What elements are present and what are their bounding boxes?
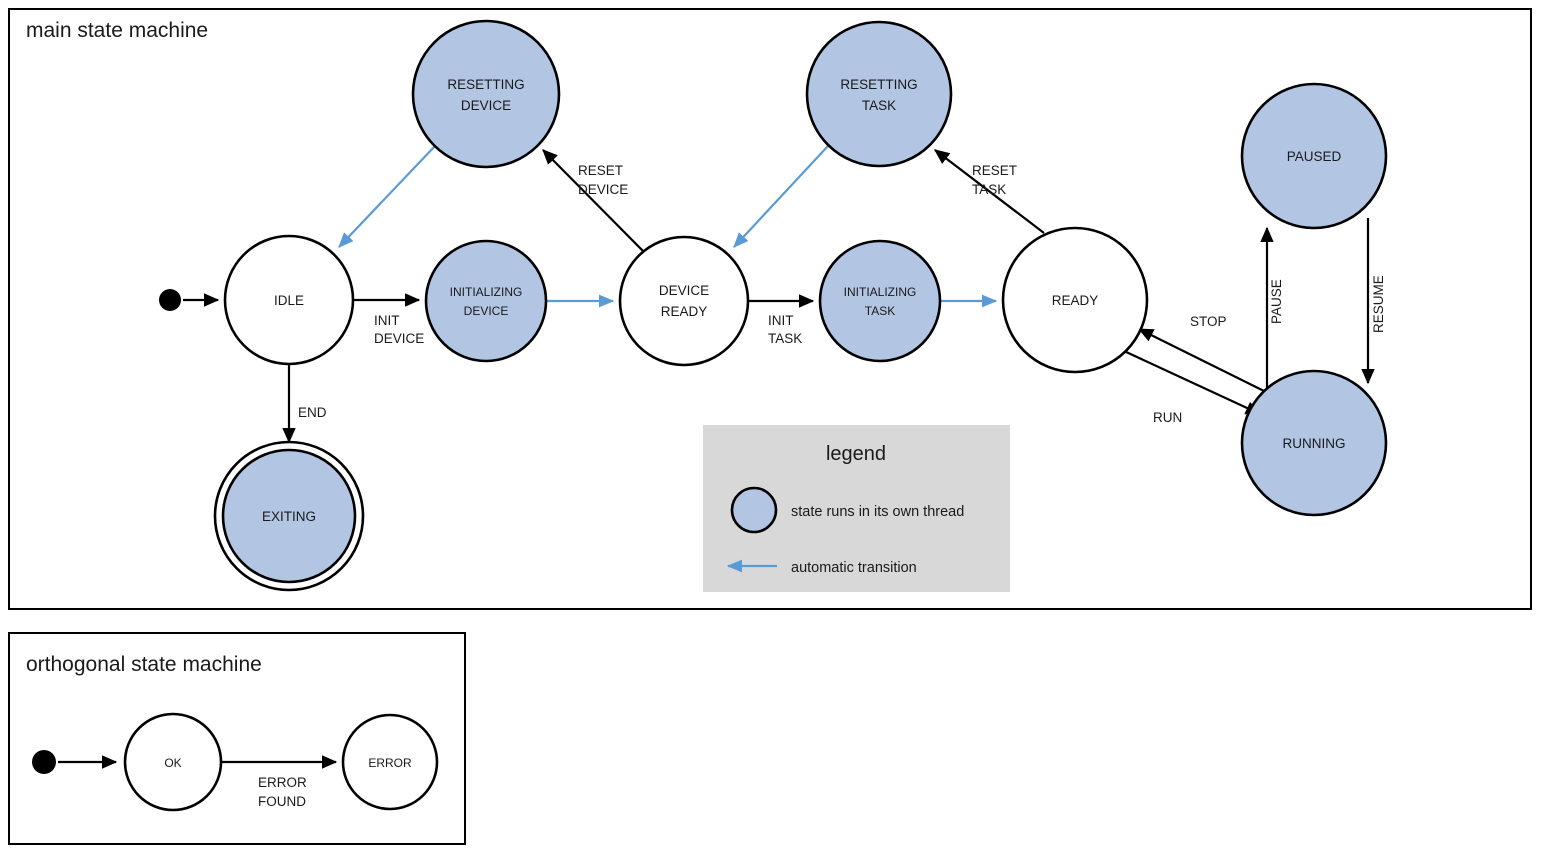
edge-line <box>338 145 436 248</box>
state-shape <box>618 235 750 367</box>
transition-paused-running-resume[interactable]: RESUME <box>1361 218 1386 385</box>
edge-label-line2: FOUND <box>258 794 306 809</box>
state-resetting-task[interactable]: RESETTING TASK <box>805 20 953 168</box>
state-shape <box>223 234 355 366</box>
transition-running-paused-pause[interactable]: PAUSE <box>1260 226 1284 405</box>
edge-label: INIT <box>374 313 400 328</box>
state-label: IDLE <box>274 293 304 308</box>
state-label: RESETTING <box>447 77 524 92</box>
legend-item-label: state runs in its own thread <box>791 504 964 520</box>
state-exiting[interactable]: EXITING <box>213 440 365 592</box>
state-shape <box>818 239 942 363</box>
legend: legend state runs in its own thread auto… <box>703 425 1010 592</box>
transition-idle-exiting-end[interactable]: END <box>282 365 327 444</box>
state-shape <box>805 20 953 168</box>
state-shape <box>1240 82 1388 230</box>
legend-title: legend <box>826 443 886 465</box>
edge-label: STOP <box>1190 314 1227 329</box>
main-transitions: INIT DEVICE INIT TASK RESET DEVICE <box>183 145 1386 444</box>
edge-label: RUN <box>1153 410 1182 425</box>
transition-running-ready-stop[interactable]: STOP <box>1137 314 1269 394</box>
edge-label-line2: DEVICE <box>578 182 628 197</box>
state-running[interactable]: RUNNING <box>1240 369 1388 517</box>
state-label: INITIALIZING <box>450 285 523 299</box>
edge-line <box>1123 350 1262 415</box>
main-frame-title: main state machine <box>26 19 208 42</box>
state-shape <box>424 239 548 363</box>
edge-label: ERROR <box>258 775 307 790</box>
orthogonal-frame-title: orthogonal state machine <box>26 653 262 676</box>
legend-item-thread-state: state runs in its own thread <box>730 486 964 534</box>
edge-label-line2: DEVICE <box>374 331 424 346</box>
edge-label-line2: TASK <box>972 182 1006 197</box>
edge-label-line2: TASK <box>768 331 802 346</box>
state-label-line2: READY <box>661 304 708 319</box>
state-label: RUNNING <box>1283 436 1346 451</box>
state-label-line2: DEVICE <box>461 98 511 113</box>
state-initializing-task[interactable]: INITIALIZING TASK <box>818 239 942 363</box>
main-states: IDLE INITIALIZING DEVICE DEVICE READY IN… <box>159 19 1388 592</box>
edge-label: RESET <box>972 163 1017 178</box>
state-shape <box>1240 369 1388 517</box>
edge-line <box>733 145 829 248</box>
transition-ok-error-found[interactable]: ERROR FOUND <box>221 755 338 809</box>
state-label: ERROR <box>368 756 412 770</box>
state-ready[interactable]: READY <box>1001 226 1149 374</box>
transition-deviceready-reset-device[interactable]: RESET DEVICE <box>542 149 649 257</box>
state-label-line2: DEVICE <box>464 304 509 318</box>
state-shape <box>341 713 439 811</box>
orthogonal-states: OK ERROR <box>32 712 439 812</box>
state-label: PAUSED <box>1287 149 1342 164</box>
state-label: EXITING <box>262 509 316 524</box>
transition-ready-running-run[interactable]: RUN <box>1123 350 1262 425</box>
state-shape <box>411 19 561 169</box>
edge-label: INIT <box>768 313 794 328</box>
state-label: RESETTING <box>840 77 917 92</box>
legend-item-label: automatic transition <box>791 560 917 576</box>
state-resetting-device[interactable]: RESETTING DEVICE <box>411 19 561 169</box>
transition-idle-init-device[interactable]: INIT DEVICE <box>353 293 424 346</box>
edge-label: RESET <box>578 163 623 178</box>
state-label: OK <box>164 756 181 770</box>
state-ok[interactable]: OK <box>123 712 223 812</box>
edge-line <box>1137 328 1269 394</box>
state-label: READY <box>1052 293 1099 308</box>
initial-pseudostate[interactable] <box>159 289 181 311</box>
state-label: INITIALIZING <box>844 285 917 299</box>
state-paused[interactable]: PAUSED <box>1240 82 1388 230</box>
state-device-ready[interactable]: DEVICE READY <box>618 235 750 367</box>
state-shape <box>1001 226 1149 374</box>
edge-label: PAUSE <box>1269 279 1284 324</box>
state-label: DEVICE <box>659 283 709 298</box>
initial-pseudostate[interactable] <box>32 750 56 774</box>
state-shape <box>123 712 223 812</box>
filled-circle-icon <box>730 486 778 534</box>
edge-label: RESUME <box>1371 275 1386 333</box>
state-error[interactable]: ERROR <box>341 713 439 811</box>
edge-line <box>542 149 649 257</box>
transition-resetdevice-idle[interactable] <box>338 145 436 248</box>
state-idle[interactable]: IDLE <box>223 234 355 366</box>
orthogonal-transitions: ERROR FOUND <box>58 755 338 809</box>
final-state-outer-ring <box>213 440 365 592</box>
edge-line <box>934 149 1045 234</box>
state-label-line2: TASK <box>862 98 896 113</box>
state-initializing-device[interactable]: INITIALIZING DEVICE <box>424 239 548 363</box>
transition-ready-reset-task[interactable]: RESET TASK <box>934 149 1045 234</box>
transition-resettask-deviceready[interactable] <box>733 145 829 248</box>
transition-deviceready-init-task[interactable]: INIT TASK <box>748 294 815 346</box>
legend-item-automatic-transition: automatic transition <box>726 559 917 576</box>
state-label-line2: TASK <box>865 304 895 318</box>
edge-label: END <box>298 405 327 420</box>
state-shape <box>221 448 357 584</box>
